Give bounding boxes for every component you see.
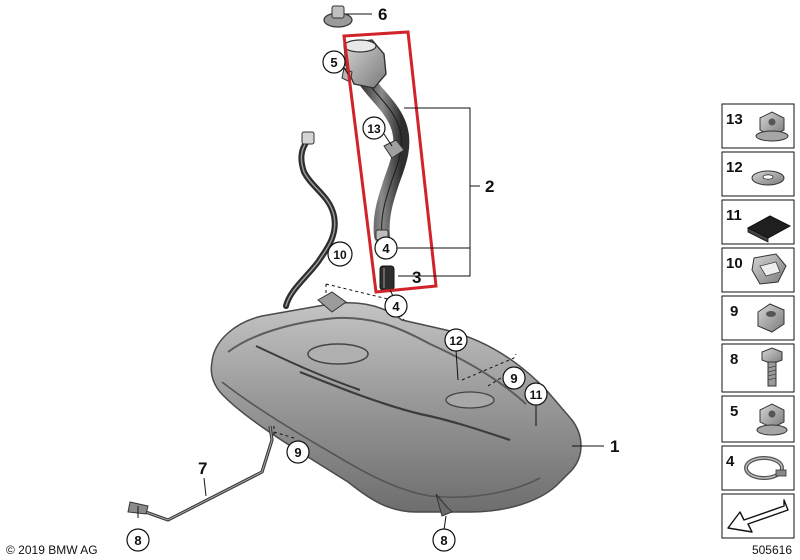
legend-row-5[interactable]: 5: [721, 395, 795, 443]
tank-line-run-2: [255, 345, 361, 391]
filler-bracket: [383, 139, 405, 159]
legend-row-4[interactable]: 4: [721, 445, 795, 491]
svg-text:7: 7: [198, 459, 207, 478]
svg-text:13: 13: [367, 122, 381, 136]
svg-text:12: 12: [449, 334, 463, 348]
washer-icon: [751, 170, 785, 186]
callout-7[interactable]: 7: [198, 459, 207, 478]
callout-4-upper[interactable]: 4: [374, 236, 398, 260]
fuel-cap-grip: [331, 5, 345, 19]
svg-text:3: 3: [412, 268, 421, 287]
svg-text:11: 11: [726, 207, 742, 224]
fuel-tank: [210, 291, 582, 517]
svg-text:6: 6: [378, 5, 387, 24]
svg-text:11: 11: [530, 388, 543, 402]
filler-mouth: [343, 39, 377, 53]
svg-text:4: 4: [726, 453, 735, 470]
svg-text:12: 12: [726, 159, 743, 176]
callout-9-right[interactable]: 9: [502, 366, 526, 390]
legend-row-9[interactable]: 9: [721, 295, 795, 341]
svg-text:4: 4: [392, 299, 400, 314]
collar-nut-icon: [756, 403, 788, 436]
connecting-hose: [379, 265, 395, 291]
svg-text:4: 4: [382, 241, 390, 256]
callout-5[interactable]: 5: [322, 50, 346, 74]
callout-1[interactable]: 1: [610, 437, 619, 456]
callout-8-left[interactable]: 8: [126, 528, 150, 552]
callout-8-right[interactable]: 8: [432, 528, 456, 552]
legend-row-12[interactable]: 12: [721, 151, 795, 197]
legend-row-13[interactable]: 13: [721, 103, 795, 149]
copyright: © 2019 BMW AG: [6, 543, 98, 557]
hose-clamp-icon: [744, 456, 787, 480]
svg-text:5: 5: [730, 403, 738, 420]
callout-10[interactable]: 10: [327, 241, 353, 267]
sender-flange: [445, 391, 495, 409]
svg-text:8: 8: [134, 533, 141, 548]
flange-nut-icon: [755, 111, 789, 142]
tank-line-run: [299, 370, 511, 442]
svg-text:13: 13: [726, 111, 743, 128]
tank-top-bracket: [317, 291, 347, 313]
vent-hose-fitting: [301, 131, 315, 145]
hex-nut-icon: [757, 303, 785, 333]
diagram-number: 505616: [752, 543, 792, 557]
svg-text:10: 10: [726, 255, 743, 272]
legend-row-10[interactable]: 10: [721, 247, 795, 293]
tension-strap-inner: [139, 425, 273, 521]
svg-text:10: 10: [333, 248, 347, 262]
bolt-icon: [761, 347, 783, 387]
svg-text:9: 9: [730, 303, 738, 320]
leader-lines: [137, 13, 604, 531]
fuel-cap: [323, 5, 353, 28]
callout-2[interactable]: 2: [485, 177, 494, 196]
callout-6[interactable]: 6: [378, 5, 387, 24]
svg-text:5: 5: [330, 55, 337, 70]
legend-row-11[interactable]: 11: [721, 199, 795, 245]
callout-12[interactable]: 12: [444, 328, 468, 352]
filler-neck: [343, 39, 410, 244]
tank-top-ridge: [227, 316, 527, 405]
parts-legend: 13 12 11 10: [721, 103, 795, 539]
callout-9-left[interactable]: 9: [286, 440, 310, 464]
svg-text:9: 9: [510, 371, 517, 386]
filler-pipe-edge: [361, 73, 402, 237]
callout-4-lower[interactable]: 4: [384, 294, 408, 318]
svg-text:8: 8: [730, 351, 738, 368]
foam-pad-icon: [746, 215, 792, 243]
highlight-frame: [342, 30, 438, 294]
callout-3[interactable]: 3: [412, 268, 421, 287]
tank-lower-ridge: [221, 381, 541, 498]
svg-text:2: 2: [485, 177, 494, 196]
tank-strap-mount-right: [435, 493, 453, 517]
legend-row-8[interactable]: 8: [721, 343, 795, 393]
callout-11[interactable]: 11: [524, 382, 548, 406]
callout-13[interactable]: 13: [362, 116, 386, 140]
svg-text:1: 1: [610, 437, 619, 456]
legend-row-arrow[interactable]: [721, 493, 795, 539]
svg-text:8: 8: [440, 533, 447, 548]
fuel-pump-flange: [307, 343, 369, 365]
vent-hose: [283, 137, 338, 309]
vent-hose-highlight: [285, 139, 336, 307]
svg-text:9: 9: [294, 445, 301, 460]
arrow-down-left-icon: [727, 499, 789, 533]
clip-icon: [751, 253, 787, 285]
